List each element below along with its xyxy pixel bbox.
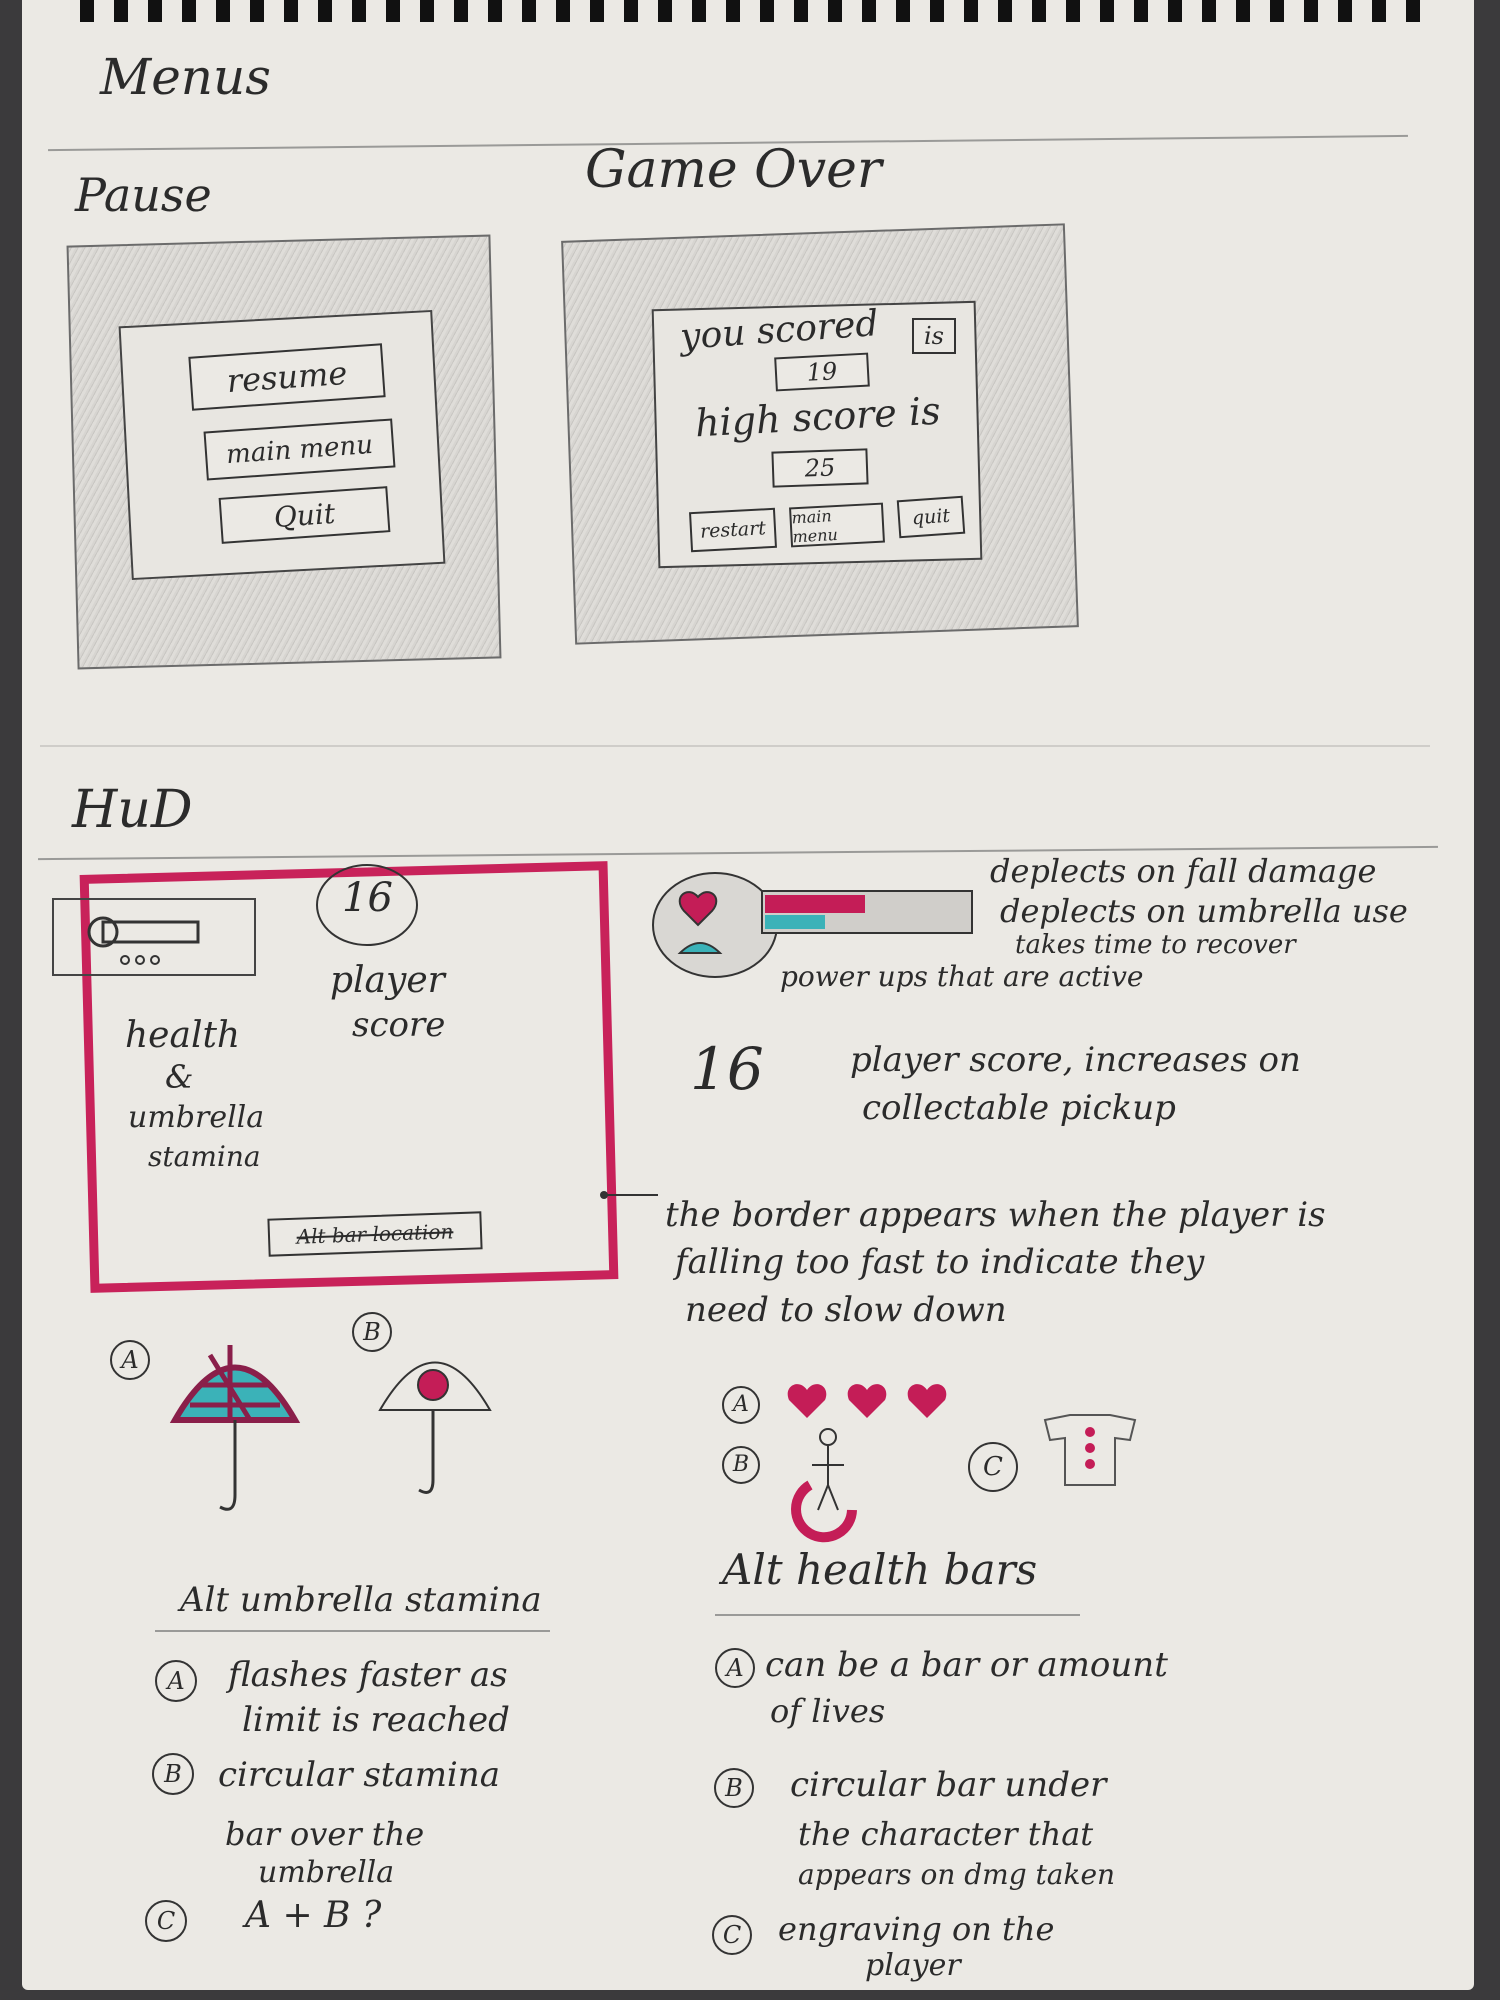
hud-health-label-1: health (125, 1015, 241, 1056)
alt-health-title: Alt health bars (722, 1545, 1038, 1594)
health-item-c-line1: engraving on the (778, 1910, 1055, 1948)
game-over-title: Game Over (585, 140, 882, 200)
umbrella-item-c-line1: A + B ? (245, 1895, 382, 1936)
umbrella-b-icon (378, 1361, 492, 1494)
section-divider (40, 745, 1430, 747)
health-item-a-line2: of lives (770, 1692, 886, 1730)
health-item-a-marker: A (715, 1648, 755, 1688)
high-score-value: 25 (771, 448, 869, 488)
umbrella-item-a-marker: A (155, 1660, 197, 1702)
alt-bar-location: Alt bar location (267, 1211, 483, 1257)
game-over-main-menu-button[interactable]: main menu (789, 502, 885, 548)
hud-health-label-2: & (165, 1058, 194, 1096)
hud-bar-closeup-icon (652, 872, 973, 978)
game-over-quit-button[interactable]: quit (896, 495, 966, 539)
stamina-note-2: takes time to recover (1015, 930, 1296, 960)
health-item-a-line1: can be a bar or amount (765, 1645, 1168, 1685)
umbrella-option-a-marker: A (110, 1340, 150, 1380)
hud-score-label-2: score (352, 1005, 446, 1045)
circular-health-character-icon (791, 1428, 857, 1543)
health-item-b-line1: circular bar under (790, 1765, 1107, 1805)
umbrella-item-a-line2: limit is reached (242, 1700, 510, 1740)
border-pointer-line (600, 1191, 658, 1199)
restart-button[interactable]: restart (689, 507, 777, 553)
score-value: 19 (774, 352, 870, 392)
is-label: is (912, 318, 956, 354)
health-item-b-line2: the character that (798, 1815, 1094, 1853)
umbrella-item-b-marker: B (152, 1753, 194, 1795)
alt-umbrella-rule (155, 1630, 550, 1632)
pause-title: Pause (75, 168, 212, 222)
health-item-b-marker: B (714, 1768, 754, 1808)
border-note-3: need to slow down (685, 1290, 1007, 1330)
engraving-shirt-icon (1043, 1414, 1137, 1486)
umbrella-item-b-line1: circular stamina (218, 1755, 500, 1795)
hud-score-label-1: player (330, 960, 445, 1001)
health-option-a-marker: A (722, 1386, 760, 1424)
umbrella-item-b-line2: bar over the (225, 1815, 425, 1853)
health-item-c-marker: C (712, 1915, 752, 1955)
menus-heading: Menus (100, 48, 271, 106)
score-big: 16 (690, 1035, 764, 1103)
border-note-1: the border appears when the player is (665, 1195, 1326, 1235)
health-bar-icon (87, 916, 200, 965)
hud-health-label-4: stamina (148, 1140, 261, 1173)
hud-score-value: 16 (342, 875, 393, 921)
hearts-lives-icon (787, 1384, 947, 1418)
score-note-2: collectable pickup (862, 1088, 1176, 1128)
umbrella-item-b-line3: umbrella (258, 1855, 395, 1890)
alt-umbrella-title: Alt umbrella stamina (180, 1580, 542, 1620)
health-option-b-marker: B (722, 1446, 760, 1484)
health-bar-note: deplects on fall damage (990, 852, 1377, 890)
alt-health-rule (715, 1614, 1080, 1616)
score-circle-icon (316, 864, 418, 946)
spiral-binding (80, 0, 1420, 22)
health-option-c-marker: C (968, 1442, 1018, 1492)
health-item-c-line2: player (865, 1948, 961, 1983)
health-bar-panel (52, 898, 256, 976)
stamina-note: deplects on umbrella use (1000, 892, 1408, 930)
border-note-2: falling too fast to indicate they (675, 1242, 1205, 1282)
score-note-1: player score, increases on (850, 1040, 1301, 1080)
health-item-b-line3: appears on dmg taken (798, 1858, 1116, 1891)
umbrella-item-c-marker: C (145, 1900, 187, 1942)
umbrella-item-a-line1: flashes faster as (228, 1655, 508, 1695)
hud-heading: HuD (72, 780, 193, 840)
umbrella-option-b-marker: B (352, 1312, 392, 1352)
powerups-note: power ups that are active (780, 960, 1144, 993)
hud-health-label-3: umbrella (128, 1100, 265, 1135)
umbrella-a-icon (169, 1345, 301, 1511)
